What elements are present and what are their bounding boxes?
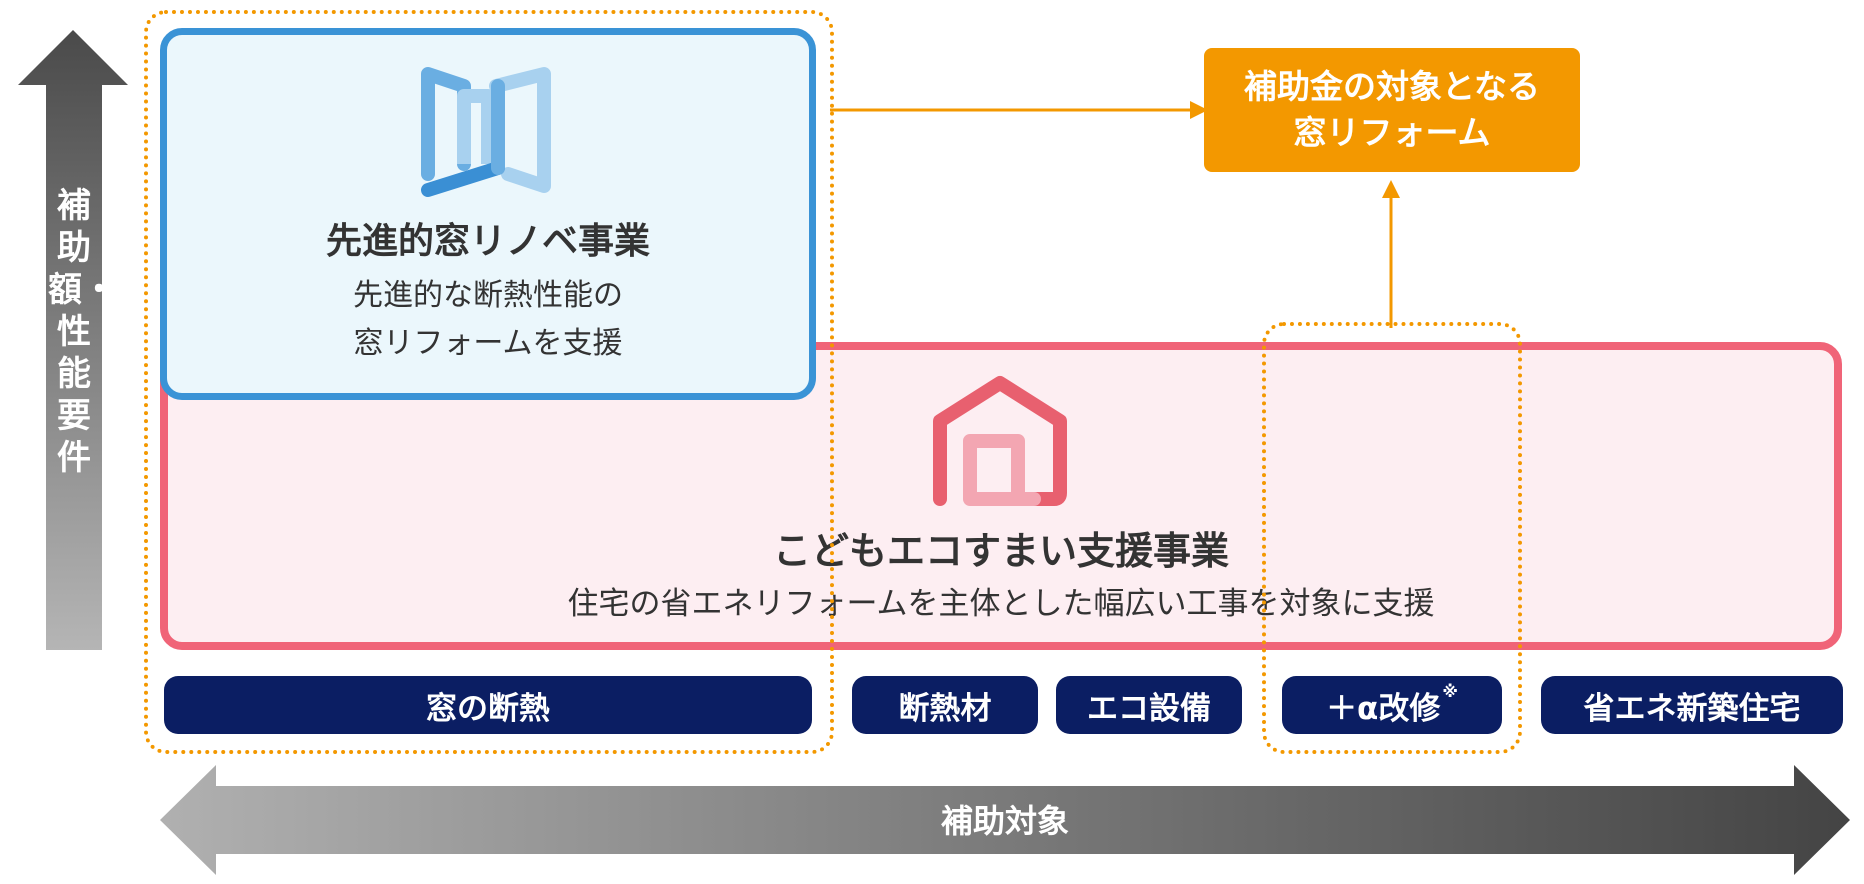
vertical-axis-arrow — [18, 30, 128, 650]
horizontal-axis-arrow — [160, 765, 1850, 875]
kodomo-program-description: 住宅の省エネリフォームを主体とした幅広い工事を対象に支援 — [567, 586, 1435, 622]
house-icon — [933, 376, 1067, 506]
category-label: 断熱材 — [898, 690, 992, 727]
category-window-insulation: 窓の断熱 — [164, 676, 812, 734]
horizontal-axis-label: 補助対象 — [940, 802, 1069, 840]
window-insulation-highlight — [144, 10, 834, 754]
advanced-program-description-line1: 先進的な断熱性能の — [353, 278, 623, 313]
category-label: エコ設備 — [1087, 690, 1211, 727]
target-box: 補助金の対象となる 窓リフォーム — [1204, 48, 1580, 172]
connector-arrow-right — [830, 101, 1208, 119]
category-label: ＋α改修 — [1326, 690, 1441, 727]
target-line1: 補助金の対象となる — [1243, 67, 1540, 106]
target-line2: 窓リフォーム — [1293, 113, 1491, 152]
footnote-mark: ※ — [1442, 682, 1458, 701]
category-insulation-material: 断熱材 — [852, 676, 1038, 734]
plus-alpha-highlight — [1262, 322, 1522, 754]
category-label: 窓の断熱 — [426, 690, 550, 727]
category-eco-equipment: エコ設備 — [1056, 676, 1242, 734]
window-icon — [421, 67, 551, 197]
kodomo-program-title: こどもエコすまい支援事業 — [772, 529, 1229, 573]
category-energy-saving-new-home: 省エネ新築住宅 — [1541, 676, 1843, 734]
advanced-program-title: 先進的窓リノベ事業 — [325, 221, 650, 262]
advanced-program-description-line2: 窓リフォームを支援 — [353, 326, 623, 361]
category-plus-alpha-renovation: ＋α改修※ — [1282, 676, 1502, 734]
connector-arrow-up — [1382, 180, 1400, 328]
vertical-axis-label: 補助額・性能要件 — [48, 186, 116, 478]
advanced-program-description: 先進的な断熱性能の 窓リフォームを支援 — [160, 272, 816, 368]
category-label: 省エネ新築住宅 — [1583, 690, 1801, 727]
